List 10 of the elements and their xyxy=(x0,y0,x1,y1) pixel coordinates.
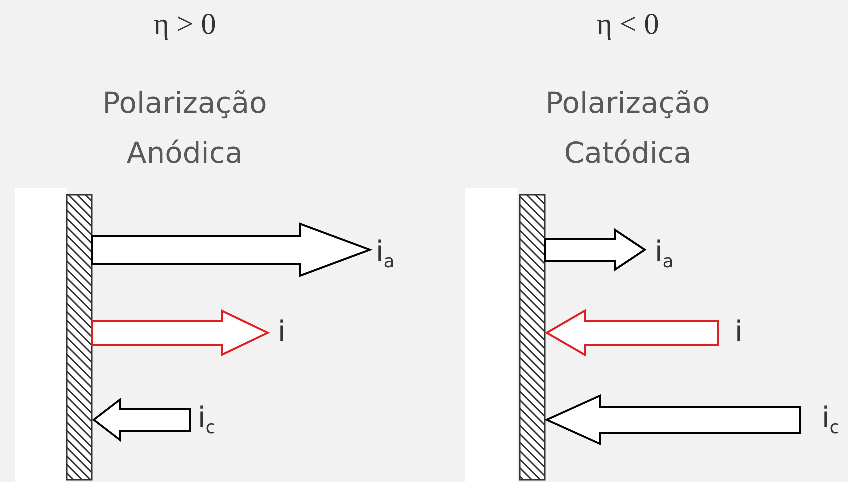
current-label: i$_{a}$ xyxy=(655,236,674,274)
panel-title: Polarização Anódica xyxy=(102,85,268,172)
overpotential-label: η > 0 xyxy=(154,8,216,42)
current-label: i xyxy=(735,316,743,348)
panel-title: Polarização Catódica xyxy=(544,85,712,172)
current-label: i$_{a}$ xyxy=(376,236,395,274)
overpotential-label: η < 0 xyxy=(596,8,660,42)
current-label: i xyxy=(278,316,286,348)
current-label: i$_{c}$ xyxy=(198,402,216,440)
current-label: i$_{c}$ xyxy=(822,402,840,440)
